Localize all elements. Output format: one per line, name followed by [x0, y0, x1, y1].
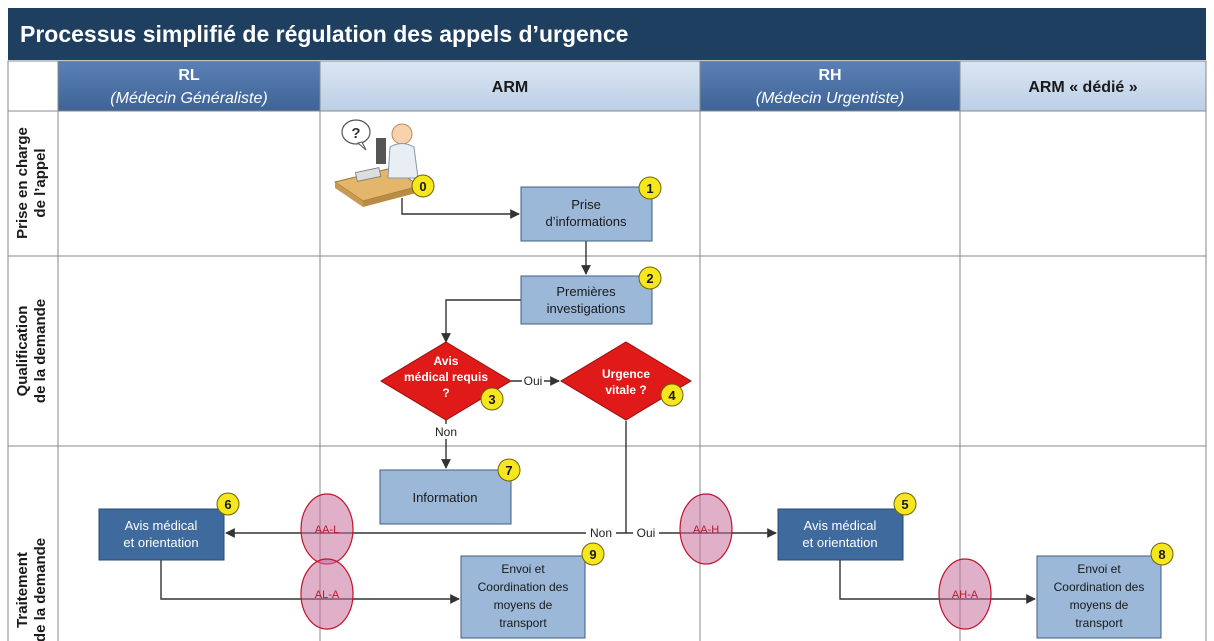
edge-label-non-4: Non [586, 525, 616, 540]
edge-5-to-8 [839, 560, 1036, 604]
svg-text:8: 8 [1158, 547, 1165, 562]
step-badge-2: 2 [638, 266, 662, 290]
column-header-arm-dedie: ARM « dédié » [959, 60, 1207, 112]
lane-label-qualification: Qualification de la demande [14, 299, 49, 403]
svg-text:2: 2 [646, 271, 653, 286]
step-badge-7: 7 [497, 458, 521, 482]
lane-label-prise: Prise en charge de l’appel [14, 127, 49, 239]
svg-text:0: 0 [419, 179, 426, 194]
svg-text:AL-A: AL-A [315, 589, 340, 601]
svg-text:6: 6 [224, 497, 231, 512]
edge-0-to-1 [401, 198, 520, 219]
svg-text:9: 9 [589, 547, 596, 562]
title-bar [8, 8, 1206, 60]
step-badge-8: 8 [1150, 542, 1174, 566]
column-title-rl: RL [178, 67, 200, 84]
transmission-ellipse-al-a: AL-A [300, 558, 354, 630]
svg-text:Non: Non [435, 425, 457, 439]
edge-6-to-9 [160, 560, 460, 604]
svg-text:de l’appel: de l’appel [32, 148, 49, 217]
svg-text:Traitement: Traitement [14, 552, 31, 628]
edge-label-oui-3-4: Oui [522, 373, 544, 388]
svg-text:de la demande: de la demande [32, 299, 49, 403]
transmission-ellipse-aa-l: AA-L [300, 493, 354, 565]
svg-text:Prise en charge: Prise en charge [14, 127, 31, 239]
column-subtitle-rl: (Médecin Généraliste) [110, 90, 267, 107]
svg-text:Oui: Oui [524, 374, 543, 388]
svg-text:AA-L: AA-L [315, 524, 339, 536]
svg-text:3: 3 [488, 392, 495, 407]
edge-label-oui-4: Oui [633, 525, 659, 540]
column-subtitle-rh: (Médecin Urgentiste) [756, 90, 905, 107]
step-badge-3: 3 [480, 387, 504, 411]
step-badge-5: 5 [893, 492, 917, 516]
svg-text:de la demande: de la demande [32, 538, 49, 641]
svg-text:AH-A: AH-A [952, 589, 979, 601]
column-header-rl: RL (Médecin Généraliste) [57, 60, 321, 112]
svg-text:Non: Non [590, 526, 612, 540]
svg-text:4: 4 [668, 388, 676, 403]
edge-2-to-3 [441, 299, 521, 343]
column-header-rh: RH (Médecin Urgentiste) [699, 60, 961, 112]
step-badge-4: 4 [660, 383, 684, 407]
lane-grid [7, 110, 1207, 641]
step-badge-0: 0 [411, 174, 435, 198]
column-title-arm-dedie: ARM « dédié » [1028, 79, 1137, 96]
column-title-arm: ARM [492, 79, 528, 96]
column-header-arm: ARM [319, 60, 701, 112]
diagram-title: Processus simplifié de régulation des ap… [20, 21, 628, 47]
svg-text:1: 1 [646, 181, 653, 196]
edge-label-non-3: Non [431, 424, 461, 439]
transmission-ellipse-aa-h: AA-H [679, 493, 733, 565]
step-badge-6: 6 [216, 492, 240, 516]
svg-text:Oui: Oui [637, 526, 656, 540]
step-badge-1: 1 [638, 176, 662, 200]
step-box-7: Information [379, 469, 512, 525]
operator-desk-icon: ? [333, 119, 422, 207]
lane-label-traitement: Traitement de la demande [14, 538, 49, 641]
step-badge-9: 9 [581, 542, 605, 566]
svg-text:Qualification: Qualification [14, 306, 31, 397]
svg-text:7: 7 [505, 463, 512, 478]
svg-text:AA-H: AA-H [693, 524, 719, 536]
column-title-rh: RH [818, 67, 841, 84]
transmission-ellipse-ah-a: AH-A [938, 558, 992, 630]
svg-text:5: 5 [901, 497, 908, 512]
svg-text:?: ? [351, 125, 360, 142]
svg-text:Information: Information [412, 490, 477, 505]
corner-cell [7, 60, 59, 112]
